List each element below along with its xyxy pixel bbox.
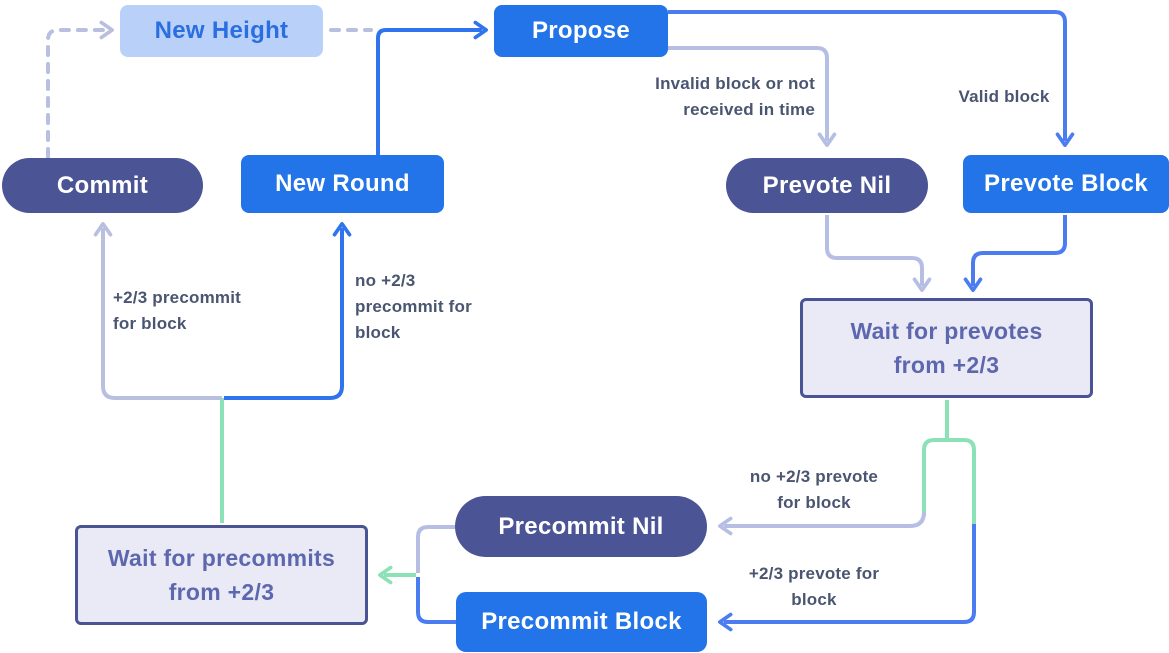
node-precommit-block: Precommit Block: [456, 592, 707, 652]
edge-propose-to-prevote-block: [668, 10, 1075, 147]
edge-new-round-to-propose: [376, 20, 488, 155]
edge-label-no-precommit-for-block: no +2/3 precommit for block: [355, 271, 472, 342]
node-new-height: New Height: [120, 5, 323, 57]
edge-label-invalid-block: Invalid block or not received in time: [655, 74, 815, 119]
node-prevote-block: Prevote Block: [963, 155, 1169, 213]
edge-label-valid-block: Valid block: [958, 87, 1050, 106]
edge-precommit-nil-merge: [416, 525, 455, 573]
edge-to-new-round: [224, 222, 352, 400]
node-propose: Propose: [494, 5, 668, 57]
edge-label-no-prevote-for-block: no +2/3 prevote for block: [749, 467, 879, 512]
edge-prevote-block-to-wait-prevotes: [963, 215, 1067, 292]
edge-split-bracket: [922, 438, 976, 528]
node-wait-for-precommits: Wait for precommits from +2/3: [75, 525, 368, 625]
edge-to-precommit-block: [718, 524, 976, 632]
edge-prevote-nil-to-wait-prevotes: [825, 215, 932, 292]
node-new-round: New Round: [241, 155, 444, 213]
edge-label-prevote-for-block: +2/3 prevote for block: [748, 564, 880, 609]
edge-precommit-block-merge: [416, 577, 456, 624]
node-wait-for-prevotes: Wait for prevotes from +2/3: [800, 298, 1093, 398]
edge-commit-to-new-height: [46, 20, 114, 159]
node-precommit-nil: Precommit Nil: [455, 496, 707, 557]
edge-to-precommit-nil: [718, 511, 926, 536]
edge-propose-to-prevote-nil: [668, 46, 837, 147]
edge-to-commit: [93, 222, 222, 400]
node-commit: Commit: [2, 158, 203, 213]
edge-label-precommit-for-block: +2/3 precommit for block: [113, 288, 241, 333]
node-prevote-nil: Prevote Nil: [726, 158, 928, 213]
